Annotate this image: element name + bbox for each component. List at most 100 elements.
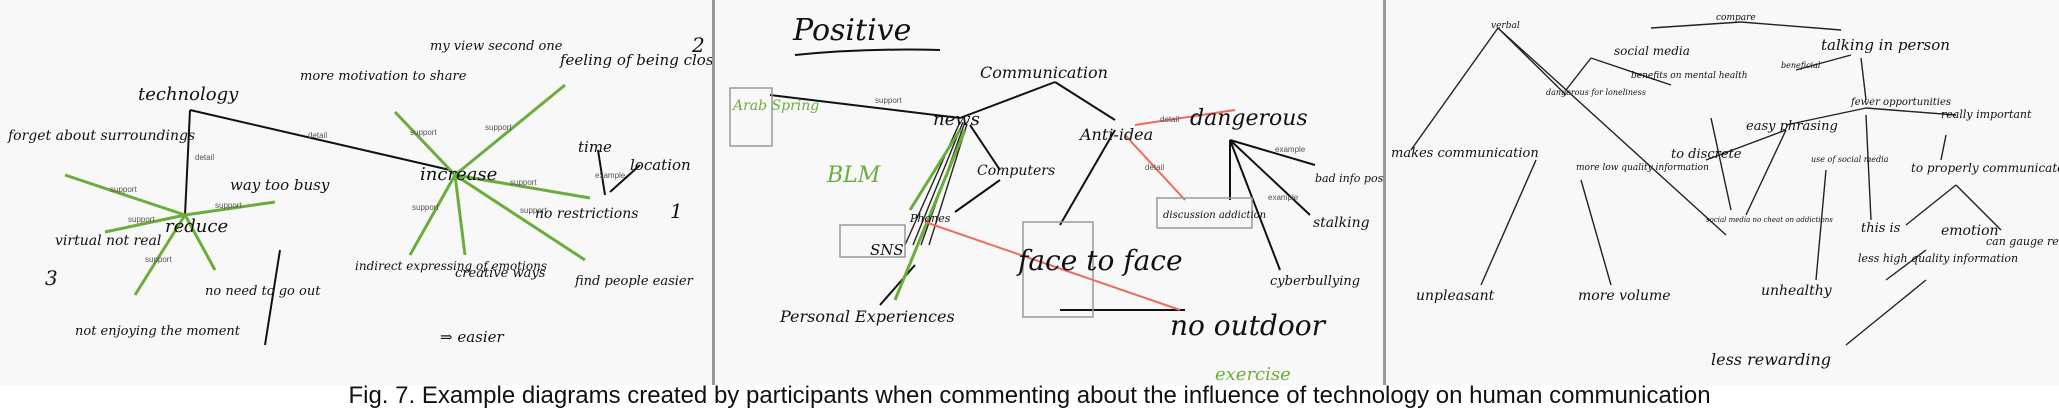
edge-news-blm xyxy=(908,129,962,211)
edge-arabspring-news xyxy=(769,94,961,119)
edge-important-properly xyxy=(1940,134,1947,161)
p2-edge-label-detail-1: detail xyxy=(1160,115,1179,124)
node-number-three: 3 xyxy=(45,266,58,290)
edge-discrete-nocheat xyxy=(1710,117,1732,211)
node-blm: BLM xyxy=(826,163,881,188)
node-can-gauge-reactions: can gauge reactions better xyxy=(1986,235,2059,248)
node-dangerous: dangerous xyxy=(1190,106,1308,131)
edge-makes-unpleasant xyxy=(1480,159,1537,286)
edge-talking-fewer xyxy=(1860,57,1867,101)
node-arab-spring: Arab Spring xyxy=(731,98,819,114)
node-exercise: exercise xyxy=(1215,364,1291,385)
edge-label-support-7: support xyxy=(215,201,242,210)
edge-verbal-makes xyxy=(1410,27,1499,151)
edge-label-example-1: example xyxy=(595,171,626,180)
edge-properly-gauge xyxy=(1955,184,2002,231)
edge-reduce-busy xyxy=(184,200,276,217)
node-feeling-closer: feeling of being closer xyxy=(559,51,712,69)
edge-antiidea-discussion xyxy=(1124,134,1186,201)
edge-talking-beneficial xyxy=(1795,54,1852,71)
diagram-panel-3: verbal compare social media talking in p… xyxy=(1386,0,2059,385)
box-face-to-face xyxy=(1022,221,1094,318)
edge-less-rewarding xyxy=(1845,279,1927,346)
edge-increase-creative xyxy=(453,174,467,256)
node-unpleasant: unpleasant xyxy=(1416,288,1495,304)
diagram-panel-2: support detail detail example example Po… xyxy=(715,0,1383,385)
edge-label-support-1: support xyxy=(410,128,437,137)
node-news: news xyxy=(933,109,980,130)
node-dangerous-loneliness: dangerous for loneliness xyxy=(1546,88,1646,97)
edge-verbal-socialmedia-nocheat xyxy=(1497,27,1727,236)
edge-label-support-9: support xyxy=(145,255,172,264)
node-fewer-opportunities: fewer opportunities xyxy=(1850,97,1951,108)
node-creative-ways: creative ways xyxy=(455,266,546,281)
node-number-one: 1 xyxy=(670,199,683,223)
edge-dangerous-cyberbullying xyxy=(1229,139,1281,271)
edge-outdoor-phones xyxy=(924,221,1181,311)
node-my-view: my view second one xyxy=(430,39,563,54)
node-to-discrete: to discrete xyxy=(1671,147,1742,162)
p2-edge-label-support: support xyxy=(875,96,902,105)
box-arab-spring xyxy=(729,87,773,147)
edge-compare-right xyxy=(1740,21,1842,31)
p2-edge-label-example-2: example xyxy=(1268,193,1299,202)
node-indirect-expressing: indirect expressing of emotions xyxy=(355,259,547,273)
node-communication: Communication xyxy=(980,63,1108,82)
node-to-properly-communicate: to properly communicate xyxy=(1911,161,2059,175)
node-less-high-quality: less high quality information xyxy=(1858,252,2018,265)
node-makes-communication: makes communication xyxy=(1391,146,1539,161)
box-sns xyxy=(839,224,906,258)
node-beneficial: beneficial xyxy=(1781,61,1821,70)
node-use-of-social-media: use of social media xyxy=(1811,155,1889,164)
edge-social-dangerous xyxy=(1565,57,1592,91)
node-social-media: social media xyxy=(1614,44,1690,58)
edge-label-support-3: support xyxy=(510,178,537,187)
panel2-title: Positive xyxy=(792,13,911,48)
title-underline xyxy=(794,48,941,56)
edge-reduce-noneed xyxy=(183,214,217,271)
node-face-to-face: face to face xyxy=(1016,244,1183,277)
edge-nocheat-easy xyxy=(1745,129,1787,216)
node-this-is: this is xyxy=(1861,221,1901,236)
node-reduce: reduce xyxy=(165,216,228,237)
node-easier: ⇒ easier xyxy=(440,328,505,346)
edge-label-support-2: support xyxy=(485,123,512,132)
node-unhealthy: unhealthy xyxy=(1761,283,1833,299)
node-number-two: 2 xyxy=(691,33,705,57)
edge-time-norestrictions xyxy=(597,149,606,196)
node-emotion: emotion xyxy=(1941,223,1999,239)
node-computers: Computers xyxy=(977,163,1055,179)
node-location: location xyxy=(630,156,691,174)
node-verbal: verbal xyxy=(1491,21,1520,31)
edge-fewer-important xyxy=(1865,107,1957,116)
node-compare: compare xyxy=(1716,13,1756,23)
panel-divider-1 xyxy=(712,0,715,385)
edge-fewer-easy xyxy=(1785,107,1867,126)
edge-technology-increase xyxy=(189,109,451,171)
edge-technology-reduce xyxy=(184,109,191,216)
edge-label-detail-2: detail xyxy=(195,153,214,162)
edge-use-unhealthy xyxy=(1815,169,1827,281)
node-phones: Phones xyxy=(909,212,951,225)
edge-lowquality-volume xyxy=(1580,179,1612,286)
node-virtual-not-real: virtual not real xyxy=(55,233,161,249)
node-benefits-mental-health: benefits on mental health xyxy=(1631,71,1748,81)
edge-reduce-forget xyxy=(64,173,186,217)
diagram-3-canvas: verbal compare social media talking in p… xyxy=(1391,13,2059,369)
node-social-media-nocheat: social media no cheat on addictions xyxy=(1706,216,1833,224)
edge-social-benefits xyxy=(1590,57,1672,86)
node-technology: technology xyxy=(138,84,239,105)
node-privacy: bad info posting xyxy=(1315,172,1383,185)
p2-edge-label-example-1: example xyxy=(1275,145,1306,154)
node-more-volume: more volume xyxy=(1578,288,1671,304)
node-find-people: find people easier xyxy=(574,274,694,289)
edge-properly-emotion xyxy=(1905,184,1957,226)
node-increase: increase xyxy=(420,164,497,185)
p2-edge-label-detail-2: detail xyxy=(1145,163,1164,172)
node-time: time xyxy=(578,138,612,156)
edge-label-support-8: support xyxy=(128,215,155,224)
edge-separator xyxy=(264,249,281,346)
edge-increase-motivation xyxy=(393,110,457,177)
node-no-restrictions: no restrictions xyxy=(535,206,638,222)
node-no-outdoor: no outdoor xyxy=(1170,309,1327,342)
